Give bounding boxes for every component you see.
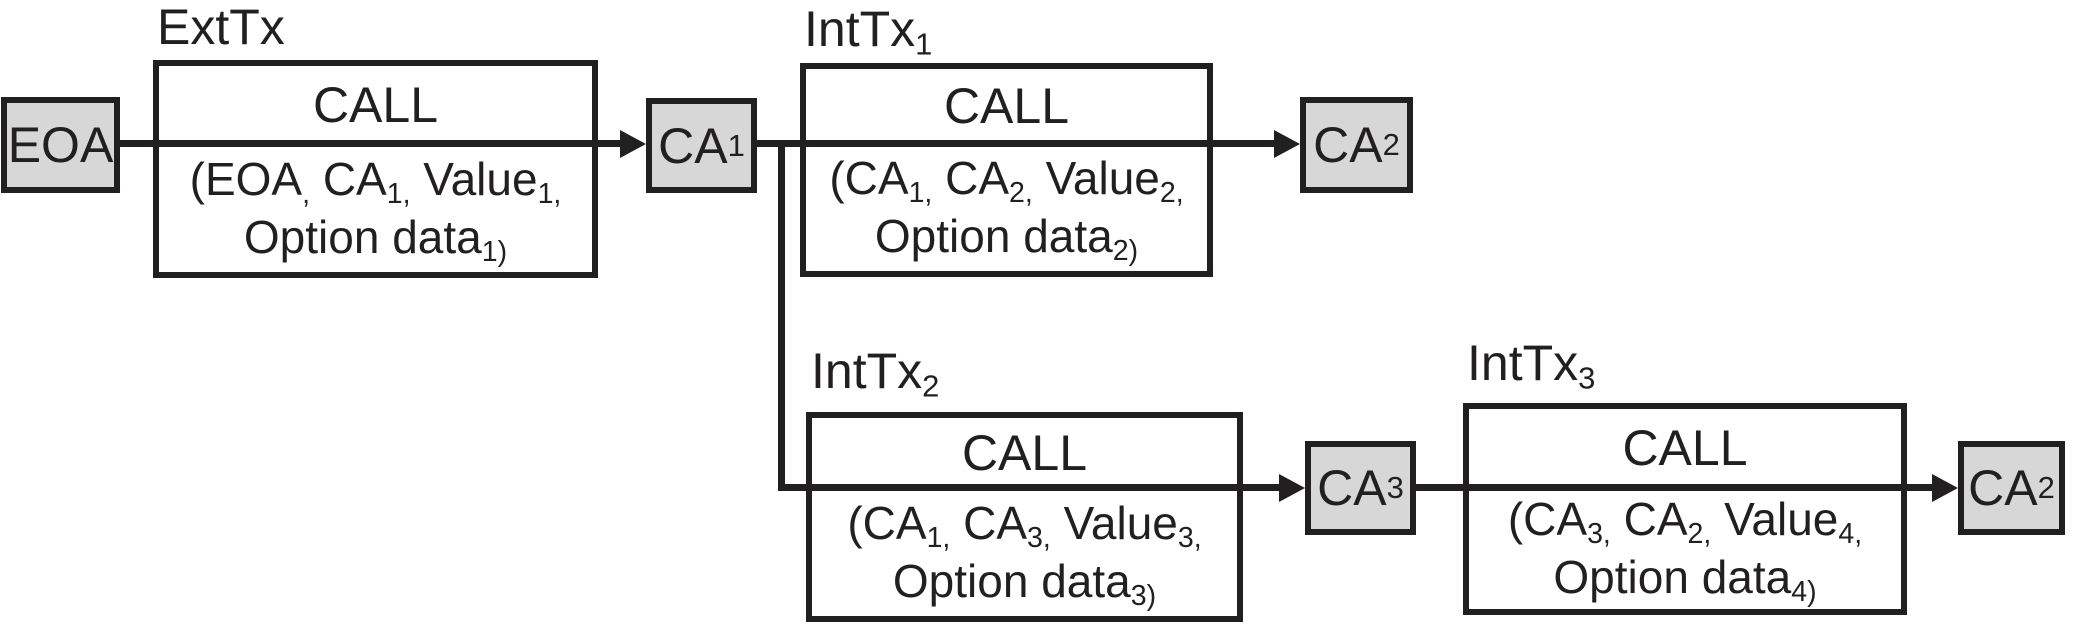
int-tx3-params: (CA3, CA2, Value4, Option data4)	[1469, 487, 1901, 609]
int-tx1-params-line1: (CA1, CA2, Value2,	[829, 152, 1184, 209]
int-tx2-params-line1: (CA1, CA3, Value3,	[847, 496, 1202, 554]
ext-tx-params: (EOA, CA1, Value1, Option data1)	[159, 143, 592, 272]
connector-branch-to-ca3	[778, 484, 1281, 491]
int-tx3-params-line1: (CA3, CA2, Value4,	[1507, 493, 1863, 550]
int-tx3-operation: CALL	[1622, 420, 1748, 476]
connector-eoa-to-ca1	[118, 140, 622, 147]
ext-tx-operation: CALL	[312, 76, 439, 133]
label-ext-tx: ExtTx	[157, 0, 285, 55]
callbox-int-tx1: CALL (CA1, CA2, Value2, Option data2)	[800, 63, 1213, 277]
callbox-int-tx2: CALL (CA1, CA3, Value3, Option data3)	[806, 412, 1243, 622]
arrowhead-into-ca2-top-icon	[1274, 130, 1300, 158]
ext-tx-params-line1: (EOA, CA1, Value1,	[189, 152, 562, 210]
connector-ca1-branch-drop	[778, 140, 785, 491]
label-int-tx2: IntTx2	[811, 343, 940, 404]
callbox-ext-tx: CALL (EOA, CA1, Value1, Option data1)	[153, 60, 598, 278]
int-tx2-params-line2: Option data3)	[892, 554, 1157, 612]
int-tx2-params: (CA1, CA3, Value3, Option data3)	[812, 487, 1237, 616]
connector-ca3-to-ca2-bottom	[1414, 484, 1934, 491]
int-tx1-operation: CALL	[943, 78, 1070, 134]
int-tx2-operation: CALL	[961, 424, 1088, 481]
int-tx1-params-line2: Option data2)	[874, 210, 1139, 267]
label-int-tx1: IntTx1	[804, 1, 933, 62]
arrowhead-into-ca3-icon	[1279, 474, 1305, 502]
callbox-int-tx3: CALL (CA3, CA2, Value4, Option data4)	[1463, 403, 1907, 615]
label-int-tx3: IntTx3	[1467, 335, 1596, 396]
connector-ca1-to-ca2	[755, 140, 1276, 147]
node-eoa: EOA	[1, 97, 120, 193]
arrowhead-into-ca2-bottom-icon	[1932, 474, 1958, 502]
arrowhead-into-ca1-icon	[620, 130, 646, 158]
ext-tx-params-line2: Option data1)	[243, 210, 508, 268]
int-tx3-params-line2: Option data4)	[1553, 551, 1817, 608]
int-tx1-params: (CA1, CA2, Value2, Option data2)	[806, 143, 1207, 271]
